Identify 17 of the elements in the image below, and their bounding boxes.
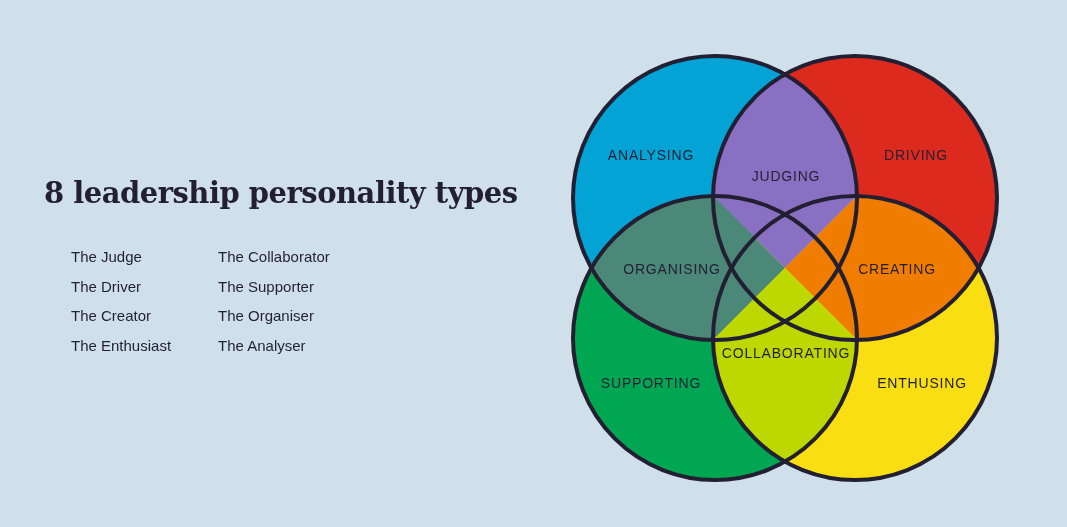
region-label: ORGANISING: [623, 261, 721, 277]
region-label: DRIVING: [884, 147, 948, 163]
region-label: CREATING: [858, 261, 936, 277]
list-item: The Creator: [71, 307, 152, 324]
region-label: JUDGING: [751, 168, 821, 184]
list-item: The Analyser: [218, 336, 306, 354]
region-label: COLLABORATING: [721, 345, 851, 361]
diagram-title: 8 leadership personality types: [44, 176, 518, 210]
list-item: The Collaborator: [218, 248, 330, 265]
list-item: The Organiser: [218, 307, 314, 324]
list-item: The Enthusiast: [71, 336, 172, 354]
list-item: The Driver: [71, 277, 141, 295]
region-label: ENTHUSING: [877, 375, 967, 391]
list-item: The Judge: [71, 248, 142, 265]
list-item: The Supporter: [218, 277, 314, 295]
region-label: SUPPORTING: [600, 375, 702, 391]
region-label: ANALYSING: [607, 147, 695, 163]
